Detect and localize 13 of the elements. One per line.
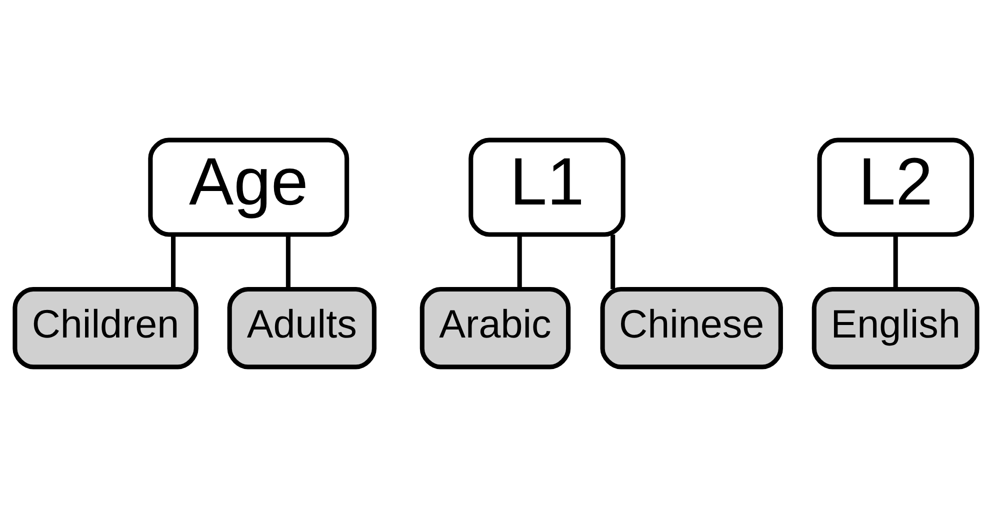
node-box: L1 — [468, 138, 626, 237]
connector — [610, 234, 616, 290]
node-box: Arabic — [420, 287, 571, 370]
node-box: Children — [12, 287, 198, 370]
connector — [171, 234, 176, 290]
connector — [893, 234, 898, 290]
node-box: Adults — [227, 287, 376, 370]
node-box: Chinese — [600, 287, 783, 370]
connector — [517, 234, 522, 290]
connector — [286, 234, 290, 290]
node-box: Age — [148, 138, 350, 237]
node-box: L2 — [817, 138, 974, 237]
node-box: English — [812, 287, 980, 370]
